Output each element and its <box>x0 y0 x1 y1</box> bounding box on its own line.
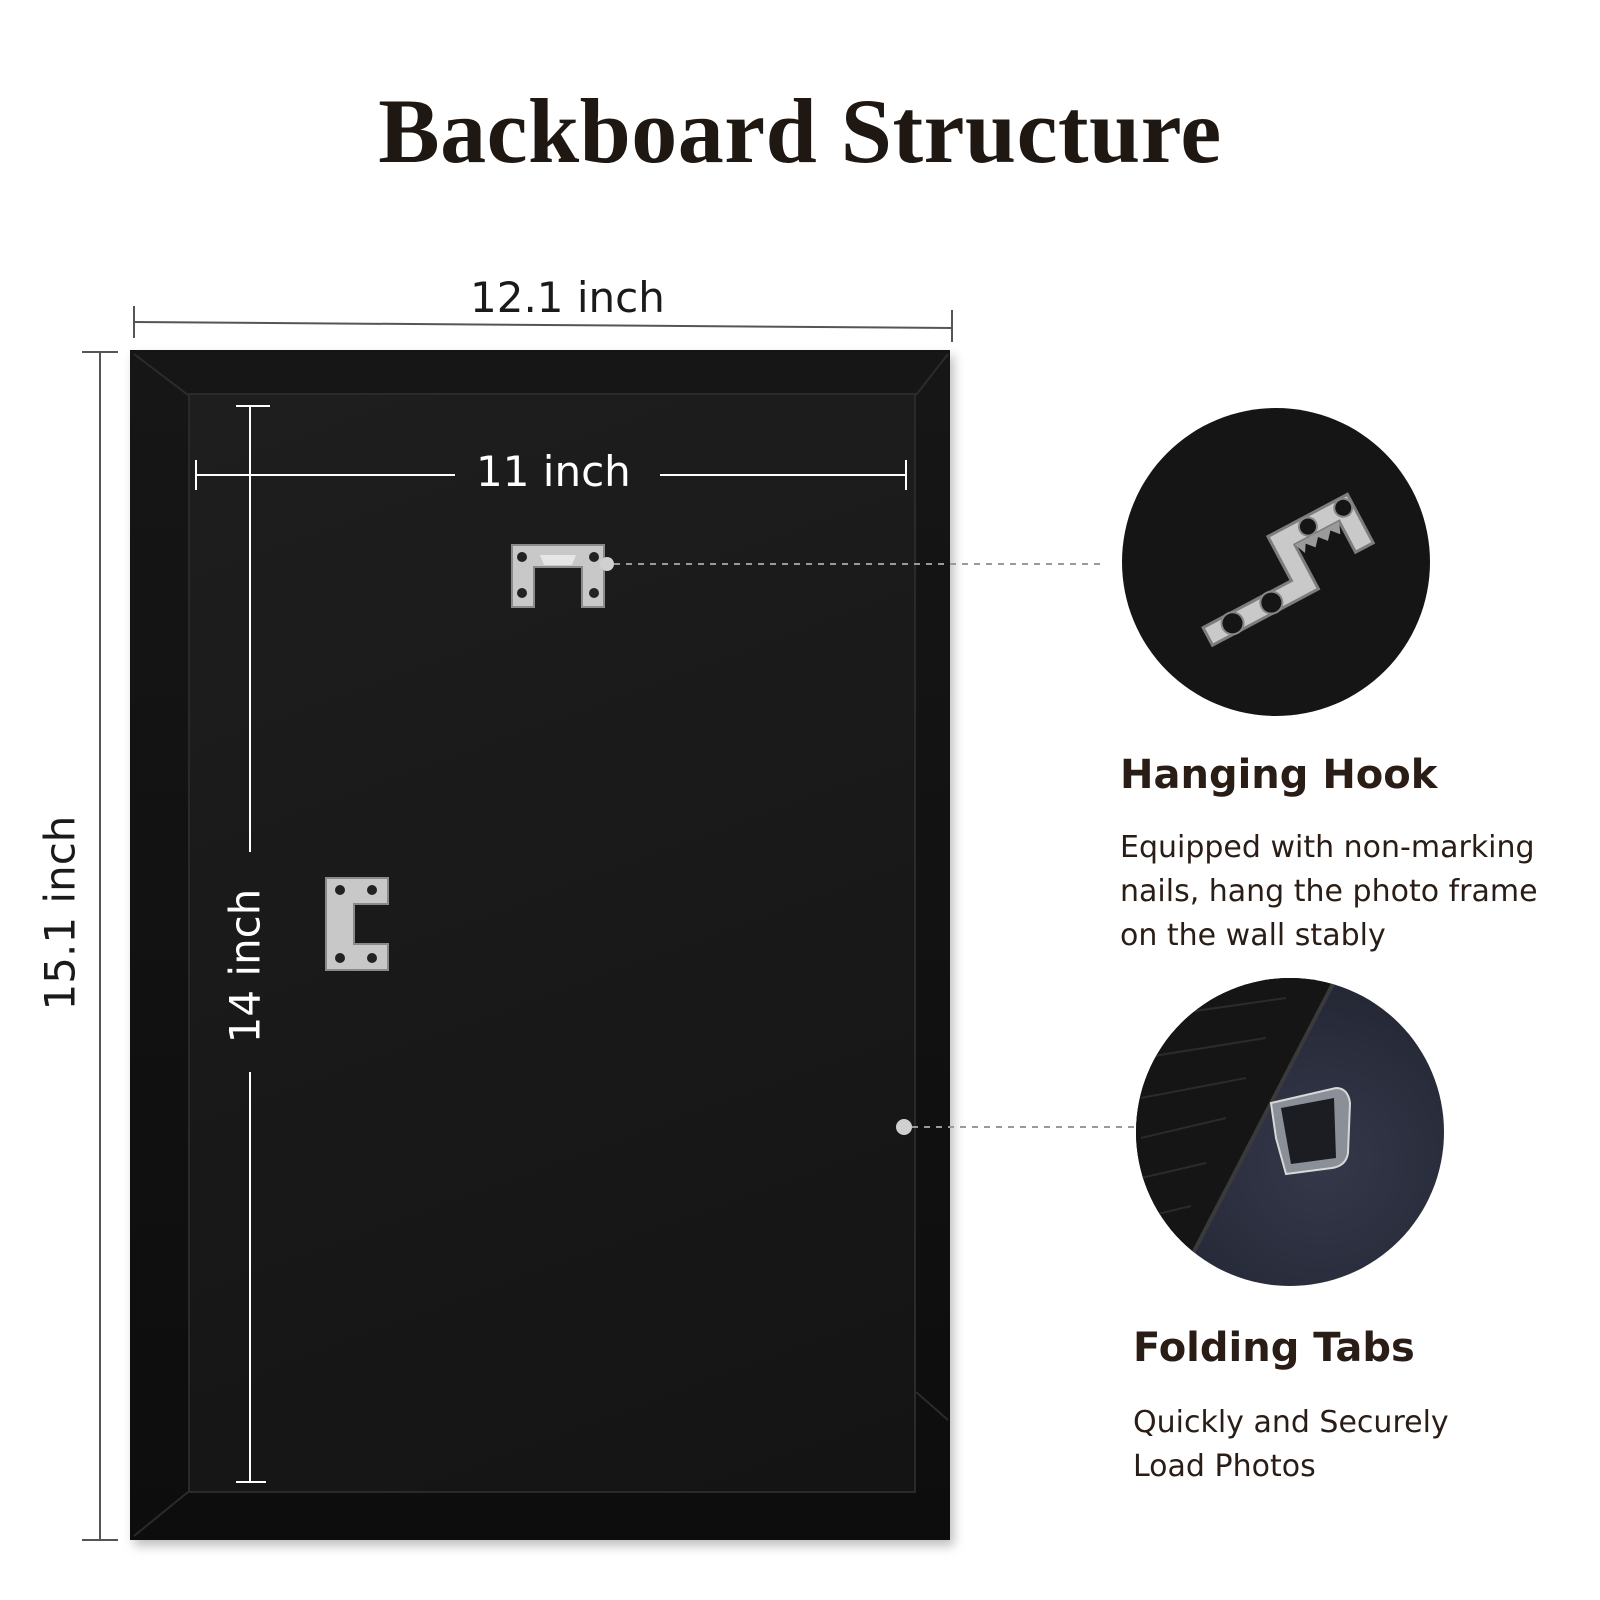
frame-miter-bottom-right <box>915 1391 949 1421</box>
hook-callout-dot <box>600 557 614 571</box>
hanging-hook-side <box>325 877 389 971</box>
inner-height-label: 14 inch <box>220 888 270 1044</box>
hanging-hook-description-line: nails, hang the photo frame <box>1120 874 1538 909</box>
outer-width-label: 12.1 inch <box>470 273 665 322</box>
hanging-hook-description-line: Equipped with non-marking <box>1120 830 1535 865</box>
hanging-hook-icon <box>1201 492 1376 648</box>
hanging-hook-description: Equipped with non-marking nails, hang th… <box>1120 826 1590 958</box>
hanging-hook-closeup <box>1122 408 1430 716</box>
frame-backboard <box>188 393 916 1493</box>
frame-miter-top-left <box>133 353 189 396</box>
folding-tabs-heading: Folding Tabs <box>1133 1325 1415 1371</box>
width-dimension-line <box>133 321 953 329</box>
hanging-hook-top <box>511 544 605 608</box>
hanging-hook-heading: Hanging Hook <box>1120 752 1438 798</box>
folding-tabs-description-line: Quickly and Securely <box>1133 1405 1449 1440</box>
inner-width-label: 11 inch <box>476 447 631 496</box>
folding-tabs-description: Quickly and Securely Load Photos <box>1133 1401 1573 1489</box>
frame-miter-top-right <box>915 353 949 396</box>
hanging-hook-description-line: on the wall stably <box>1120 918 1386 953</box>
page-title: Backboard Structure <box>378 80 1222 182</box>
frame-miter-bottom-left <box>133 1491 189 1537</box>
tabs-callout-dot <box>896 1119 912 1135</box>
folding-tabs-description-line: Load Photos <box>1133 1449 1316 1484</box>
folding-tabs-closeup <box>1136 978 1444 1286</box>
folding-tab-icon <box>1136 978 1352 1286</box>
